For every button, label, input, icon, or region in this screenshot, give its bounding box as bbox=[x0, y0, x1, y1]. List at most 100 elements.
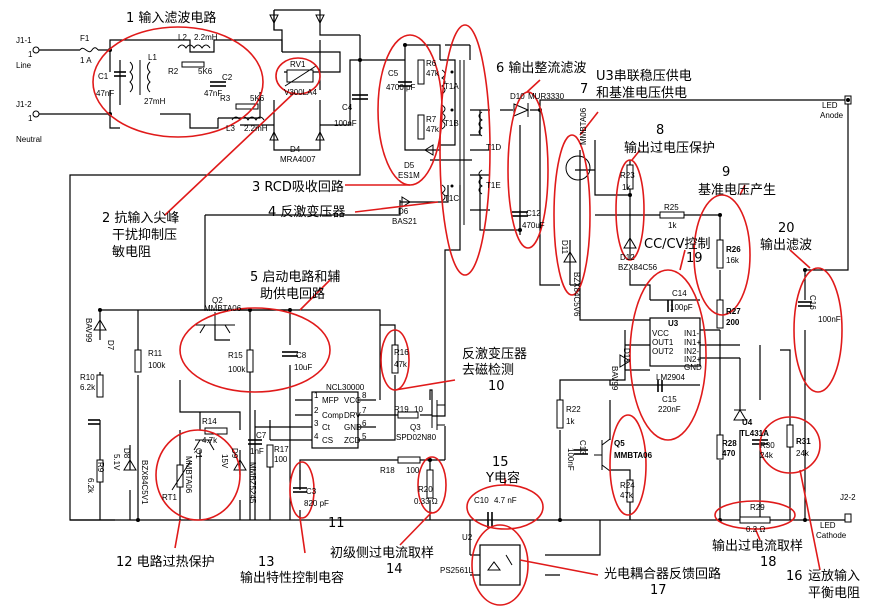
label-u1: NCL30000 bbox=[326, 383, 365, 392]
label-d4: D4 bbox=[290, 145, 301, 154]
thermistor-rt1-symbol bbox=[176, 464, 184, 488]
label-c8-value: 10uF bbox=[294, 363, 312, 372]
annotation-13-number: 13 bbox=[258, 555, 275, 570]
label-r31: R31 bbox=[796, 437, 811, 446]
annotation-18: 输出过电流取样 bbox=[712, 538, 803, 554]
label-u3-in2p: IN2+ bbox=[684, 355, 701, 364]
label-led-anode-1: LED bbox=[822, 101, 838, 110]
label-r9: R9 bbox=[96, 462, 105, 473]
annotation-17-number: 17 bbox=[650, 583, 667, 598]
label-q1-value: MMBTA06 bbox=[184, 456, 193, 494]
label-t1a: T1A bbox=[444, 82, 459, 91]
annotation-15: Y电容 bbox=[485, 470, 520, 486]
label-u3-out2: OUT2 bbox=[652, 347, 674, 356]
label-q2-value: MMBTA06 bbox=[204, 304, 242, 313]
annotation-10-line2: 去磁检测 bbox=[462, 363, 514, 378]
label-r19-value: 10 bbox=[414, 405, 423, 414]
annotation-8: 输出过电压保护 bbox=[624, 140, 715, 156]
highlight-q5 bbox=[609, 414, 647, 516]
label-d13: D13 bbox=[622, 348, 631, 363]
label-q3-value: SPD02N80 bbox=[396, 433, 437, 442]
label-u4: U4 bbox=[742, 418, 753, 427]
label-led-cathode-2: Cathode bbox=[816, 531, 847, 540]
connector-j1-1 bbox=[32, 46, 40, 54]
annotation-16-line2: 平衡电阻 bbox=[808, 586, 860, 601]
label-r29: R29 bbox=[750, 503, 765, 512]
label-d7-value: BAV99 bbox=[84, 318, 93, 343]
highlight-transformer bbox=[439, 24, 491, 276]
highlight-u3-supply bbox=[553, 134, 591, 296]
diode-d10-symbol bbox=[513, 103, 530, 117]
label-u1-vcc: VCC bbox=[344, 396, 361, 405]
annotation-19-number: 19 bbox=[686, 251, 703, 266]
label-l2: L2 bbox=[178, 33, 187, 42]
label-r3: R3 bbox=[220, 94, 231, 103]
label-c2-value: 47nF bbox=[204, 89, 222, 98]
label-q5: Q5 bbox=[614, 439, 625, 448]
label-r25: R25 bbox=[664, 203, 679, 212]
label-u1-pin5: 5 bbox=[362, 432, 367, 441]
label-j1-2: J1-2 bbox=[16, 100, 32, 109]
annotation-1: 1 输入滤波电路 bbox=[126, 10, 216, 26]
fuse-symbol bbox=[79, 47, 99, 53]
annotation-7-line2: 和基准电压供电 bbox=[596, 86, 687, 101]
label-led-anode-2: Anode bbox=[820, 111, 844, 120]
highlight-reference bbox=[693, 194, 751, 316]
label-c8: C8 bbox=[296, 351, 307, 360]
label-d9-value: 15V bbox=[220, 454, 229, 469]
label-u1-drv: DRV bbox=[344, 411, 361, 420]
highlight-ycap bbox=[466, 484, 544, 530]
label-d11: D11 bbox=[560, 240, 569, 255]
label-c7-value: 1nF bbox=[250, 447, 264, 456]
annotation-2-line1: 2 抗输入尖峰 bbox=[102, 210, 179, 226]
label-q3: Q3 bbox=[410, 423, 421, 432]
label-c5-value: 4700 pF bbox=[386, 83, 415, 92]
annotation-5-line1: 5 启动电路和辅 bbox=[250, 269, 340, 285]
highlight-marks bbox=[92, 24, 843, 606]
annotation-16-number: 16 bbox=[786, 569, 803, 584]
label-d11-value: BZX84C5V6 bbox=[572, 272, 581, 317]
label-r30: R30 bbox=[760, 441, 775, 450]
label-r6-value: 47k bbox=[426, 69, 440, 78]
label-u1-gnd: GND bbox=[344, 423, 362, 432]
label-r15-value: 100k bbox=[228, 365, 246, 374]
label-l1: L1 bbox=[148, 53, 157, 62]
label-d12-value: BZX84C56 bbox=[618, 263, 658, 272]
label-r7: R7 bbox=[426, 115, 437, 124]
label-rv1: RV1 bbox=[290, 60, 306, 69]
label-l3: L3 bbox=[226, 124, 235, 133]
label-r28-value: 470 bbox=[722, 449, 736, 458]
annotation-20: 输出滤波 bbox=[760, 237, 812, 253]
label-t1e: T1E bbox=[486, 181, 501, 190]
annotation-9: 基准电压产生 bbox=[698, 183, 776, 198]
label-r29-value: 0.2 Ω bbox=[746, 525, 765, 534]
label-u3-value: LM2904 bbox=[656, 373, 685, 382]
label-r17-value: 100 bbox=[274, 455, 288, 464]
inductor-l3-symbol bbox=[231, 116, 265, 121]
label-u1-ct: Ct bbox=[322, 423, 331, 432]
label-u1-pin4: 4 bbox=[314, 432, 319, 441]
label-r6: R6 bbox=[426, 59, 437, 68]
label-rt1: RT1 bbox=[162, 493, 178, 502]
label-c12: C12 bbox=[526, 209, 541, 218]
label-d8-value: 5.1V bbox=[112, 454, 121, 471]
regulator-u4-symbol bbox=[733, 409, 747, 421]
connector-led-cathode bbox=[844, 513, 852, 523]
label-l1-value: 27mH bbox=[144, 97, 166, 106]
transistor-q1-symbol bbox=[193, 439, 215, 451]
label-c12-value: 470uF bbox=[522, 221, 545, 230]
zener-d11-symbol bbox=[563, 251, 577, 263]
label-r18: R18 bbox=[380, 466, 395, 475]
label-r15: R15 bbox=[228, 351, 243, 360]
label-u1-pin6: 6 bbox=[362, 419, 367, 428]
label-d12: D12 bbox=[620, 253, 635, 262]
label-u1-pin1: 1 bbox=[314, 391, 319, 400]
label-f1-value: 1 A bbox=[80, 56, 92, 65]
annotation-20-number: 20 bbox=[778, 221, 795, 236]
label-r30-value: 24k bbox=[760, 451, 774, 460]
diode-d6-symbol bbox=[401, 196, 411, 208]
label-u3-vcc: VCC bbox=[652, 329, 669, 338]
label-j1-1-pin: 1 bbox=[28, 50, 33, 59]
label-c15: C15 bbox=[662, 395, 677, 404]
